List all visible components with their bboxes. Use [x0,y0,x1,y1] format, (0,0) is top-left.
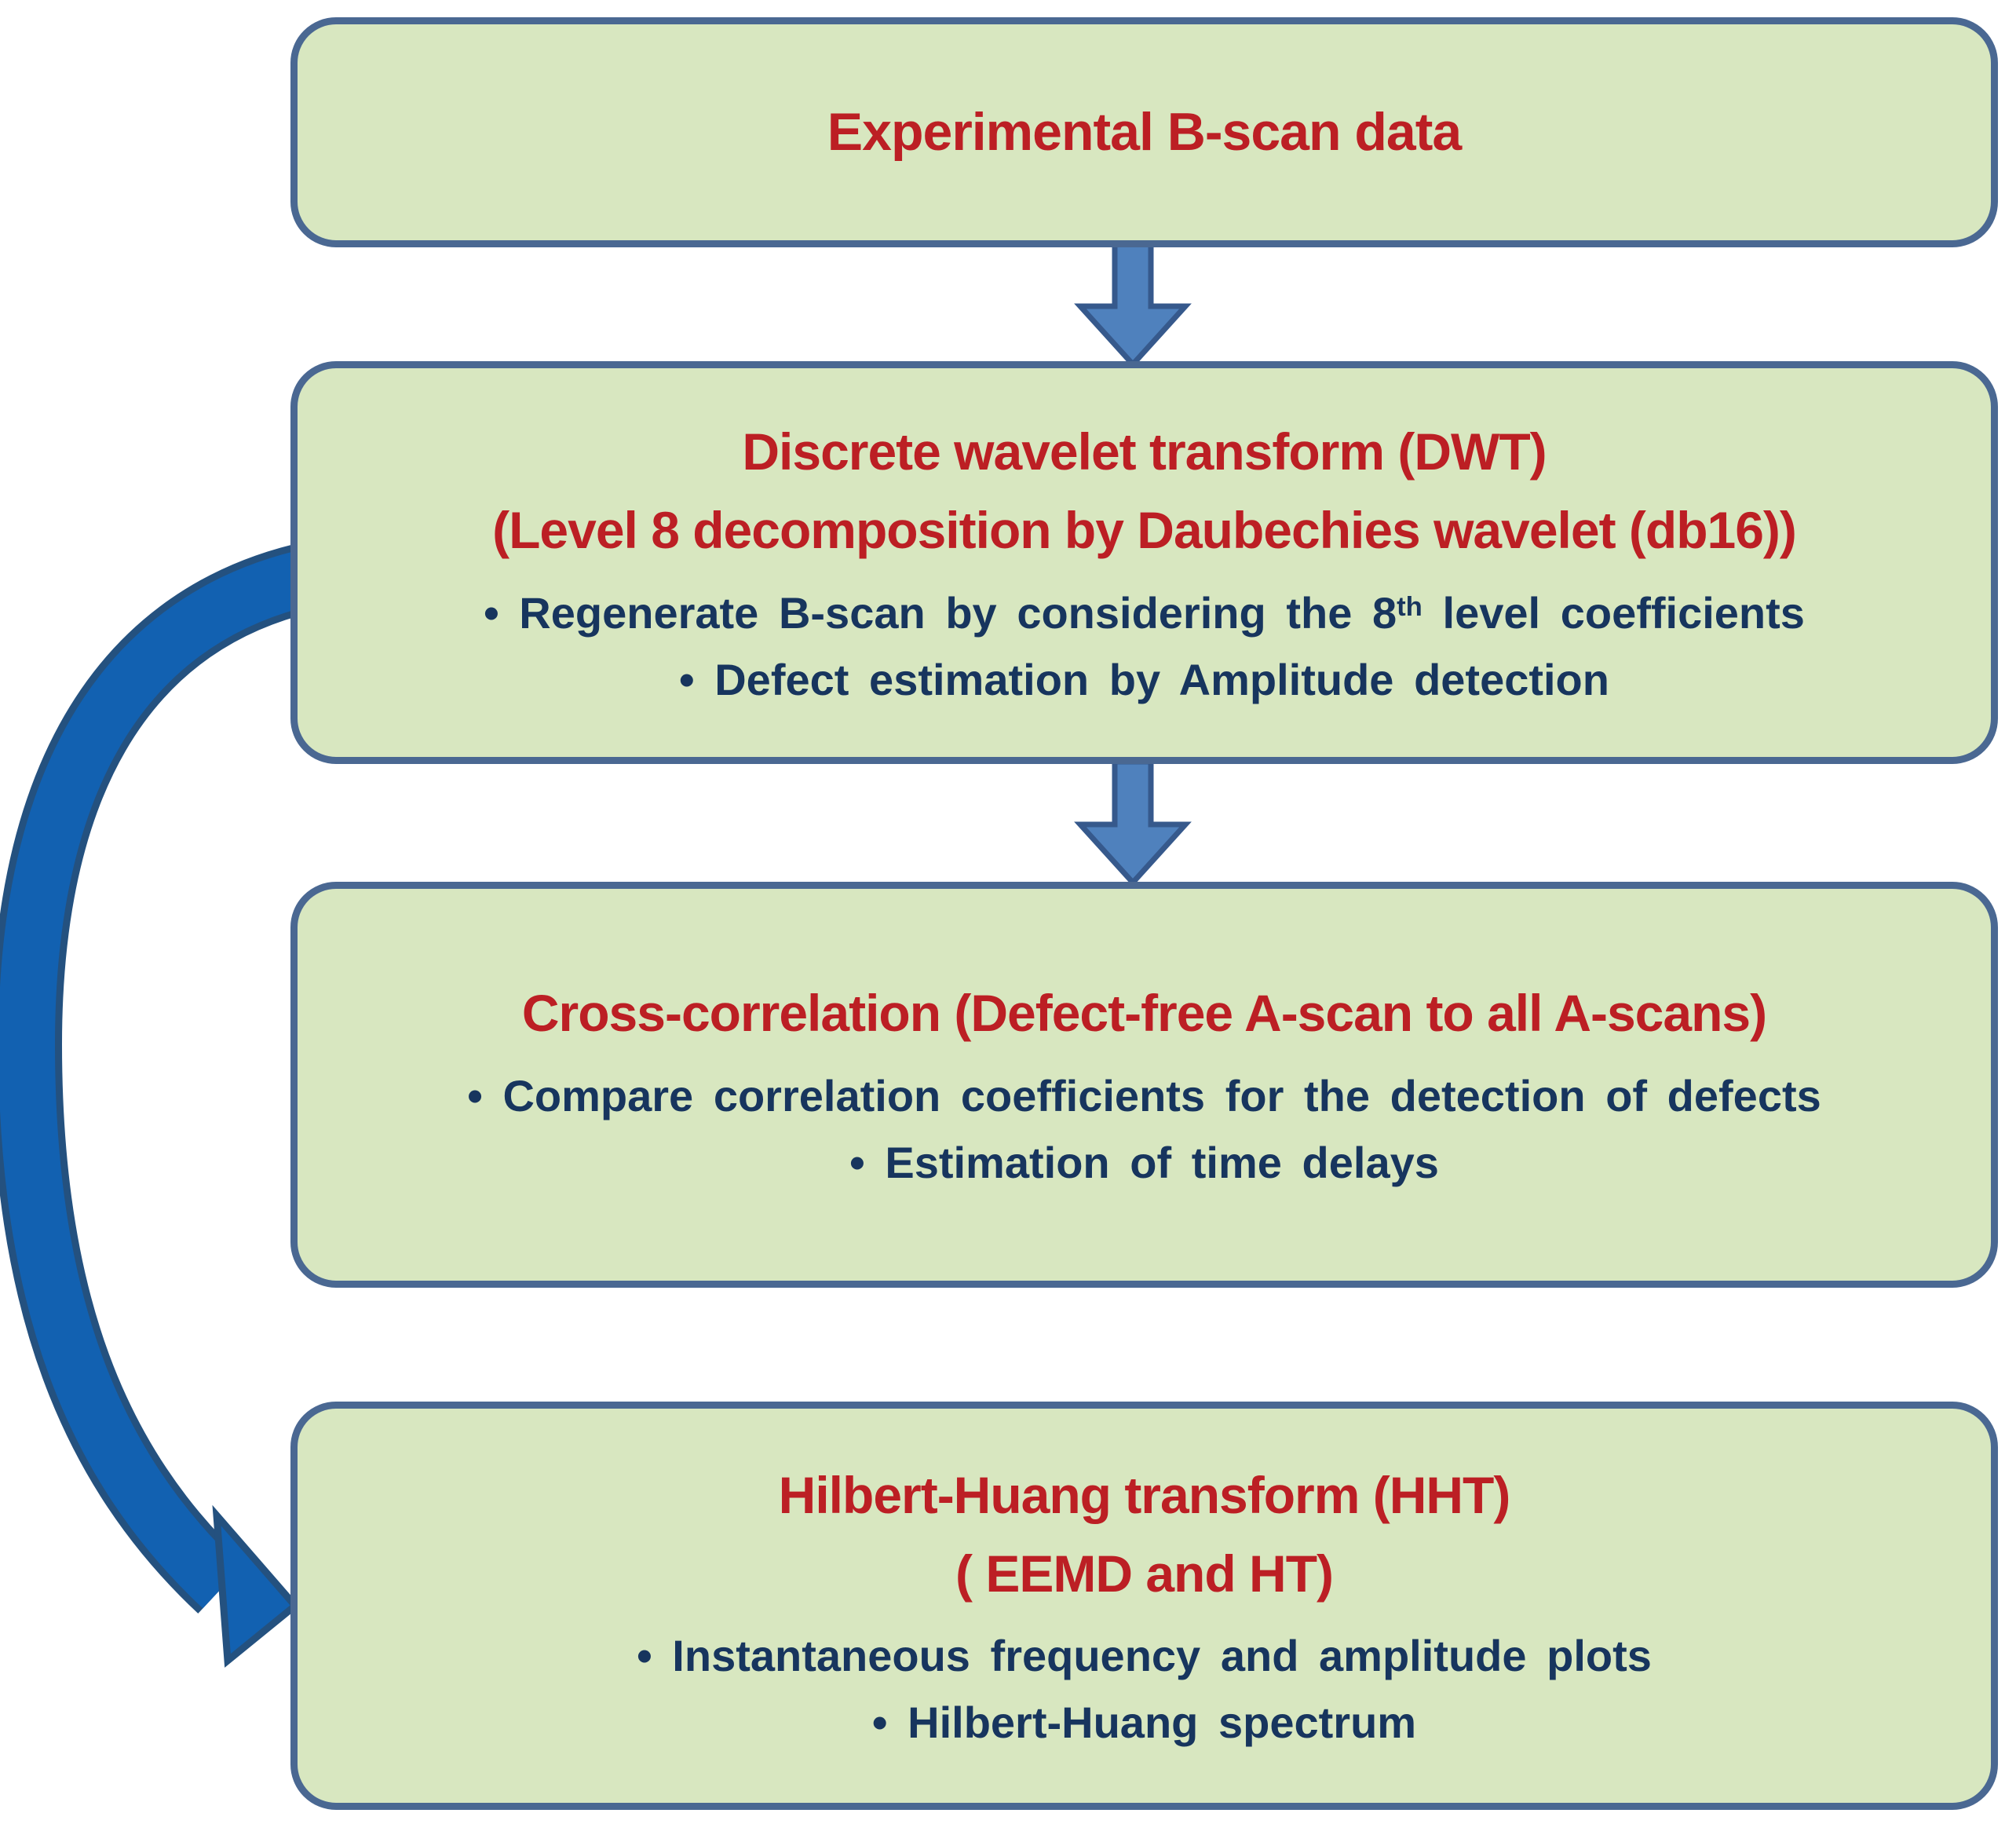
bullet-text: level coefficients [1422,587,1805,638]
box-hilbert-huang-transform: Hilbert-Huang transform (HHT) ( EEMD and… [290,1402,1998,1810]
bullet-item: • Instantaneous frequency and amplitude … [637,1622,1652,1689]
box-title-line: (Level 8 decomposition by Daubechies wav… [492,501,1797,560]
box-title-line: Cross-correlation (Defect-free A-scan to… [521,984,1767,1043]
bullet-item: • Regenerate B-scan by considering the 8… [484,579,1805,646]
down-arrow-box1-to-box2 [1074,242,1192,367]
bullet-text: • Hilbert-Huang spectrum [871,1698,1417,1748]
box-title-line: Discrete wavelet transform (DWT) [742,422,1547,481]
bullet-item: • Hilbert-Huang spectrum [637,1689,1652,1756]
box-title-line: Experimental B-scan data [827,101,1462,162]
bullet-superscript: th [1397,592,1423,623]
down-arrowhead-icon [1074,760,1192,886]
curved-arrow-box2-to-box4 [0,544,311,1668]
bullet-text: • Defect estimation by Amplitude detecti… [679,654,1609,704]
curved-arrowhead-icon [212,1504,301,1668]
box-title-line: ( EEMD and HT) [955,1544,1334,1603]
bullet-item: • Estimation of time delays [467,1129,1821,1196]
bullet-text: • Instantaneous frequency and amplitude … [637,1631,1652,1681]
down-arrowhead-icon [1074,242,1192,367]
down-arrow-box2-to-box3 [1074,760,1192,886]
bullet-text: • Regenerate B-scan by considering the 8 [484,587,1397,638]
bullet-item: • Compare correlation coefficients for t… [467,1062,1821,1129]
bullet-list: • Instantaneous frequency and amplitude … [637,1622,1652,1756]
bullet-list: • Compare correlation coefficients for t… [467,1062,1821,1196]
box-discrete-wavelet-transform: Discrete wavelet transform (DWT) (Level … [290,361,1998,764]
bullet-text: • Estimation of time delays [849,1137,1439,1187]
bullet-item: • Defect estimation by Amplitude detecti… [484,646,1805,713]
box-experimental-bscan-data: Experimental B-scan data [290,17,1998,247]
box-cross-correlation: Cross-correlation (Defect-free A-scan to… [290,882,1998,1288]
bullet-list: • Regenerate B-scan by considering the 8… [484,579,1805,713]
box-title-line: Hilbert-Huang transform (HHT) [778,1465,1511,1524]
bullet-text: • Compare correlation coefficients for t… [467,1070,1821,1120]
